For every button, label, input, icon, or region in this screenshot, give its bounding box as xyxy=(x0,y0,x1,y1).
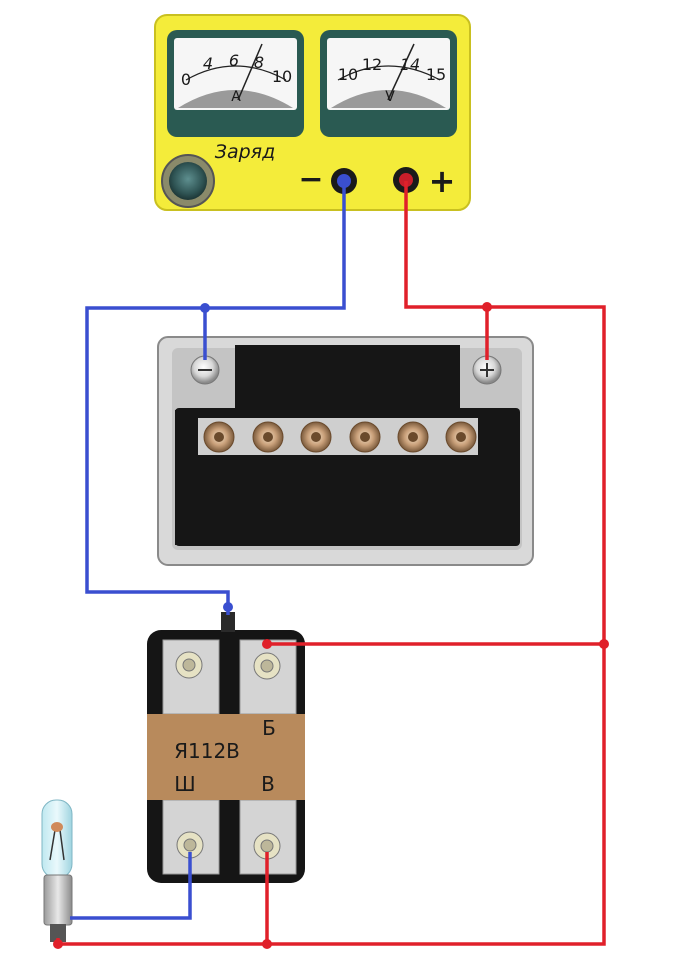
regulator-screw-b[interactable] xyxy=(253,652,281,680)
plus-sign: + xyxy=(429,162,456,200)
ammeter: 0 4 6 8 10 A xyxy=(167,30,304,137)
battery-cell-strip xyxy=(198,418,478,455)
wire-charger-negative xyxy=(85,181,346,615)
ammeter-tick-6: 6 xyxy=(229,51,239,70)
battery xyxy=(157,336,534,566)
regulator-model: Я112В xyxy=(174,739,240,763)
charger-label: Заряд xyxy=(215,141,275,163)
charger: 0 4 6 8 10 A 10 12 14 15 V Заряд − xyxy=(154,14,471,211)
voltmeter: 10 12 14 15 V xyxy=(320,30,457,137)
terminal-label-b: Б xyxy=(262,716,276,740)
wires-negative xyxy=(70,181,346,920)
lamp-bulb-icon xyxy=(41,799,73,879)
minus-sign: − xyxy=(298,162,323,197)
regulator-label-band xyxy=(147,714,305,800)
battery-negative-terminal[interactable] xyxy=(190,355,220,385)
test-lamp xyxy=(41,799,73,942)
ammeter-tick-4: 4 xyxy=(203,54,213,73)
wire-lamp-to-sh xyxy=(70,852,192,920)
battery-cells xyxy=(203,421,477,453)
voltmeter-unit: V xyxy=(385,89,395,105)
voltmeter-tick-14: 14 xyxy=(400,55,420,74)
ammeter-tick-8: 8 xyxy=(254,53,264,72)
regulator-ground-stud xyxy=(221,612,235,632)
ammeter-unit: A xyxy=(231,89,241,105)
voltmeter-tick-10: 10 xyxy=(338,65,358,84)
terminal-label-sh: Ш xyxy=(174,772,195,796)
voltmeter-tick-15: 15 xyxy=(426,65,446,84)
regulator-screw-top-left[interactable] xyxy=(175,651,203,679)
wire-junctions xyxy=(53,302,609,949)
voltmeter-tick-12: 12 xyxy=(362,55,382,74)
lamp-socket xyxy=(43,874,73,926)
ammeter-tick-10: 10 xyxy=(272,67,292,86)
ammeter-tick-0: 0 xyxy=(181,70,191,89)
terminal-label-v: В xyxy=(261,772,275,796)
battery-positive-terminal[interactable] xyxy=(472,355,502,385)
voltage-regulator: Я112В Б Ш В xyxy=(147,612,305,883)
